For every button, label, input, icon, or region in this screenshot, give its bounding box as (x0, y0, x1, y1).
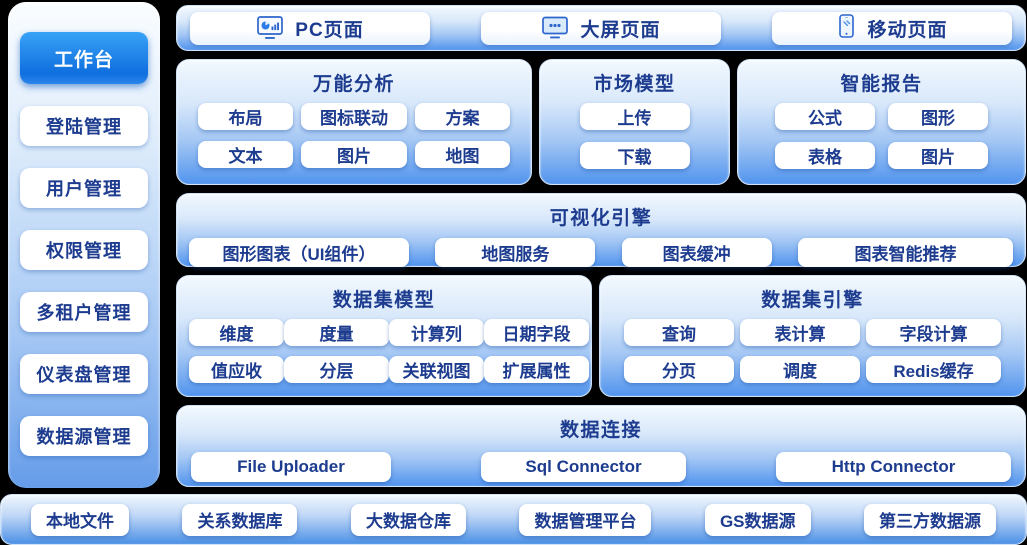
chip-pagination[interactable]: 分页 (624, 356, 734, 383)
pc-page-label: PC页面 (295, 19, 364, 41)
sidebar-item-datasource-mgmt[interactable]: 数据源管理 (20, 416, 148, 456)
visual-engine-panel: 可视化引擎 图形图表（UI组件） 地图服务 图表缓冲 图表智能推荐 (176, 193, 1026, 267)
chip-upload[interactable]: 上传 (579, 103, 690, 130)
chip-table[interactable]: 表格 (775, 142, 875, 169)
chip-data-mgmt-platform[interactable]: 数据管理平台 (519, 503, 652, 536)
dataset-model-panel: 数据集模型 维度 度量 计算列 日期字段 值应收 分层 关联视图 扩展属性 (176, 275, 592, 397)
chip-calc-column[interactable]: 计算列 (389, 319, 484, 346)
chip-layout[interactable]: 布局 (198, 103, 293, 130)
panel-title: 智能报告 (840, 74, 923, 95)
sidebar-item-workbench[interactable]: 工作台 (20, 32, 148, 84)
top-region: 工作台 登陆管理 用户管理 权限管理 多租户管理 仪表盘管理 数据源管理 (8, 2, 1026, 490)
content-column: PC页面 大屏页面 (176, 5, 1026, 490)
chip-scheme[interactable]: 方案 (415, 103, 510, 130)
panel-title: 可视化引擎 (549, 208, 653, 229)
panel-title: 数据集引擎 (761, 290, 864, 311)
chip-date-field[interactable]: 日期字段 (484, 319, 589, 346)
market-model-panel: 市场模型 上传 下载 (539, 59, 730, 185)
chip-map-service[interactable]: 地图服务 (435, 238, 596, 267)
chip-chart-buffer[interactable]: 图表缓冲 (621, 238, 772, 267)
chip-image[interactable]: 图片 (301, 141, 407, 168)
chips-grid: 维度 度量 计算列 日期字段 值应收 分层 关联视图 扩展属性 (177, 312, 591, 383)
panel-title: 数据连接 (559, 420, 642, 441)
chip-scheduling[interactable]: 调度 (740, 356, 860, 383)
chip-linked-view[interactable]: 关联视图 (389, 356, 484, 383)
smart-report-panel: 智能报告 公式 图形 表格 图片 (737, 59, 1026, 185)
chips-grid: 公式 图形 表格 图片 (738, 96, 1025, 169)
sidebar-item-dashboard-mgmt[interactable]: 仪表盘管理 (20, 354, 148, 394)
chip-redis-cache[interactable]: Redis缓存 (866, 356, 1001, 383)
chip-chart-linkage[interactable]: 图标联动 (301, 103, 407, 130)
page-types-panel: PC页面 大屏页面 (176, 5, 1026, 51)
chip-file-uploader[interactable]: File Uploader (191, 452, 391, 482)
sidebar: 工作台 登陆管理 用户管理 权限管理 多租户管理 仪表盘管理 数据源管理 (8, 2, 160, 488)
chip-hierarchy[interactable]: 分层 (284, 356, 389, 383)
sidebar-item-user-mgmt[interactable]: 用户管理 (20, 168, 148, 208)
data-sources-bar: 本地文件 关系数据库 大数据仓库 数据管理平台 GS数据源 第三方数据源 (0, 494, 1027, 545)
chip-value-receivable[interactable]: 值应收 (189, 356, 284, 383)
chip-text[interactable]: 文本 (198, 141, 293, 168)
chip-ui-charts[interactable]: 图形图表（UI组件） (189, 238, 409, 267)
chip-measure[interactable]: 度量 (284, 319, 389, 346)
chip-query[interactable]: 查询 (624, 319, 734, 346)
analysis-row: 万能分析 布局 图标联动 方案 文本 图片 地图 市场模型 上传 下载 (176, 59, 1026, 185)
chip-table-calc[interactable]: 表计算 (740, 319, 860, 346)
chip-map[interactable]: 地图 (415, 141, 510, 168)
panel-title: 市场模型 (593, 74, 676, 95)
chip-formula[interactable]: 公式 (775, 103, 875, 130)
data-connection-panel: 数据连接 File Uploader Sql Connector Http Co… (176, 405, 1026, 487)
chip-extended-attrs[interactable]: 扩展属性 (484, 356, 589, 383)
large-screen-page-button[interactable]: 大屏页面 (481, 11, 721, 45)
chips-grid: 布局 图标联动 方案 文本 图片 地图 (177, 96, 531, 168)
sidebar-item-login-mgmt[interactable]: 登陆管理 (20, 106, 148, 146)
pc-monitor-chart-icon (256, 15, 284, 41)
mobile-phone-icon (836, 13, 856, 43)
chip-local-file[interactable]: 本地文件 (31, 503, 129, 536)
chip-relational-db[interactable]: 关系数据库 (182, 503, 298, 536)
chip-gs-datasource[interactable]: GS数据源 (704, 503, 811, 536)
sidebar-item-permission-mgmt[interactable]: 权限管理 (20, 230, 148, 270)
dataset-engine-panel: 数据集引擎 查询 表计算 字段计算 分页 调度 Redis缓存 (599, 275, 1026, 397)
sidebar-item-multi-tenant-mgmt[interactable]: 多租户管理 (20, 292, 148, 332)
chip-third-party-datasource[interactable]: 第三方数据源 (863, 503, 996, 536)
universal-analysis-panel: 万能分析 布局 图标联动 方案 文本 图片 地图 (176, 59, 532, 185)
large-screen-icon (541, 15, 569, 41)
chip-chart-smart-recommend[interactable]: 图表智能推荐 (797, 238, 1013, 267)
pc-page-button[interactable]: PC页面 (190, 11, 430, 45)
dataset-row: 数据集模型 维度 度量 计算列 日期字段 值应收 分层 关联视图 扩展属性 数据… (176, 275, 1026, 397)
chip-sql-connector[interactable]: Sql Connector (481, 452, 686, 482)
large-screen-page-label: 大屏页面 (580, 19, 661, 41)
chip-field-calc[interactable]: 字段计算 (866, 319, 1001, 346)
chip-graph[interactable]: 图形 (888, 103, 988, 130)
chip-dimension[interactable]: 维度 (189, 319, 284, 346)
chips-grid: 图形图表（UI组件） 地图服务 图表缓冲 图表智能推荐 (177, 230, 1025, 267)
panel-title: 万能分析 (312, 74, 395, 95)
chip-http-connector[interactable]: Http Connector (776, 452, 1011, 482)
chip-big-data-warehouse[interactable]: 大数据仓库 (350, 503, 466, 536)
mobile-page-label: 移动页面 (867, 19, 948, 41)
chip-picture[interactable]: 图片 (888, 142, 988, 169)
chip-download[interactable]: 下载 (579, 142, 690, 169)
chips-grid: 上传 下载 (540, 96, 729, 169)
chips-grid: File Uploader Sql Connector Http Connect… (177, 442, 1025, 482)
panel-title: 数据集模型 (332, 290, 436, 311)
mobile-page-button[interactable]: 移动页面 (772, 11, 1012, 45)
chips-grid: 查询 表计算 字段计算 分页 调度 Redis缓存 (600, 312, 1025, 383)
